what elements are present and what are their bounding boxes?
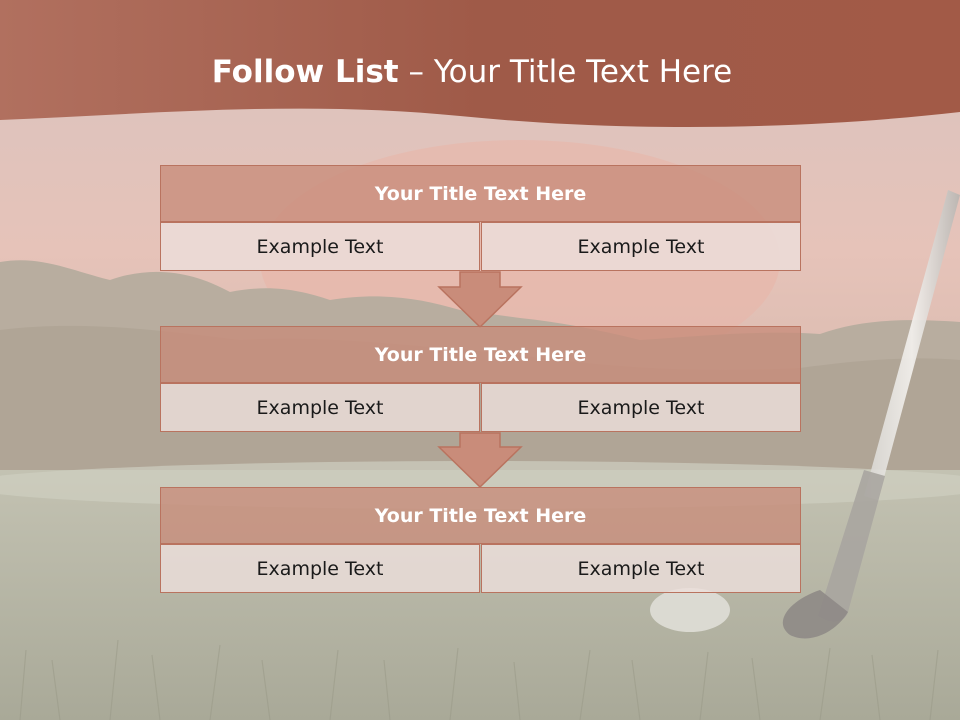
step-cell-right: Example Text: [481, 222, 801, 271]
step-cell-right: Example Text: [481, 383, 801, 432]
slide-title-rest: – Your Title Text Here: [398, 54, 733, 90]
step-cell-left: Example Text: [160, 544, 480, 593]
step-cell-right: Example Text: [481, 544, 801, 593]
step-cell-left: Example Text: [160, 383, 480, 432]
step-cell-left: Example Text: [160, 222, 480, 271]
step-title: Your Title Text Here: [160, 326, 801, 383]
step-title: Your Title Text Here: [160, 165, 801, 222]
slide-title-bold: Follow List: [211, 54, 399, 90]
slide-title: Follow List – Your Title Text Here: [0, 54, 944, 90]
step-title: Your Title Text Here: [160, 487, 801, 544]
